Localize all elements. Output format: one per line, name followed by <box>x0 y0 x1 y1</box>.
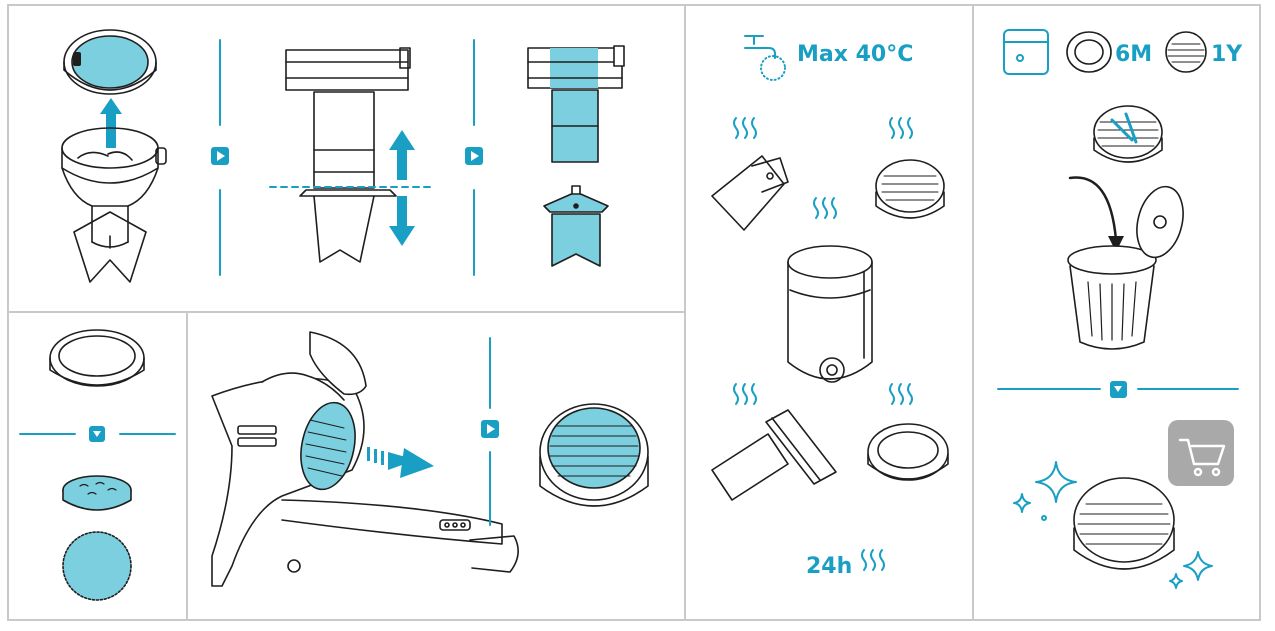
down-step-arrow-icon <box>89 426 105 442</box>
cone-part-illustration <box>711 155 789 231</box>
filter-inner-illustration <box>527 45 625 163</box>
pleated-filter-icon <box>1165 31 1207 73</box>
up-arrow-icon <box>100 98 122 148</box>
pleated-filter-illustration <box>875 159 945 219</box>
dust-container-illustration <box>787 245 873 383</box>
tube-part-illustration <box>711 409 837 501</box>
mesh-filter-illustration <box>62 531 132 601</box>
temperature-label: Max 40°C <box>797 42 914 67</box>
hand-illustration <box>261 331 367 401</box>
washing-machine-icon <box>1003 29 1049 75</box>
next-step-arrow-icon <box>465 147 483 165</box>
next-step-arrow-icon <box>481 420 499 438</box>
filter-disc-illustration <box>300 401 356 491</box>
filter-ring-icon <box>1066 31 1112 73</box>
new-filter-illustration <box>1073 477 1175 570</box>
discard-arrow-icon <box>1068 176 1124 252</box>
filter-lid-illustration <box>63 29 157 95</box>
insert-arrow-icon <box>367 447 434 478</box>
next-step-arrow-icon <box>211 147 229 165</box>
sparkle-icon <box>1013 461 1213 589</box>
filter-ring-illustration <box>49 329 145 387</box>
trash-bin-icon <box>1067 185 1184 350</box>
shopping-cart-icon <box>1168 420 1234 486</box>
replace-interval-label: 6M <box>1115 42 1153 67</box>
up-down-arrow-icon <box>389 130 415 246</box>
cyclone-unit-illustration <box>61 127 167 283</box>
replace-interval-label: 1Y <box>1211 42 1243 67</box>
filter-ring-illustration <box>867 423 949 481</box>
filter-assembly-illustration <box>269 47 431 263</box>
panel-wash-dry <box>684 4 974 621</box>
cone-filter-illustration <box>543 185 609 267</box>
faucet-water-icon <box>744 35 786 81</box>
divider-line <box>219 39 475 276</box>
down-step-arrow-icon <box>1110 381 1127 398</box>
pleated-filter-illustration <box>539 403 649 507</box>
vacuum-handheld-illustration <box>211 377 519 587</box>
worn-filter-illustration <box>1093 105 1163 163</box>
drying-time-label: 24h <box>806 554 853 579</box>
foam-filter-illustration <box>62 475 132 511</box>
